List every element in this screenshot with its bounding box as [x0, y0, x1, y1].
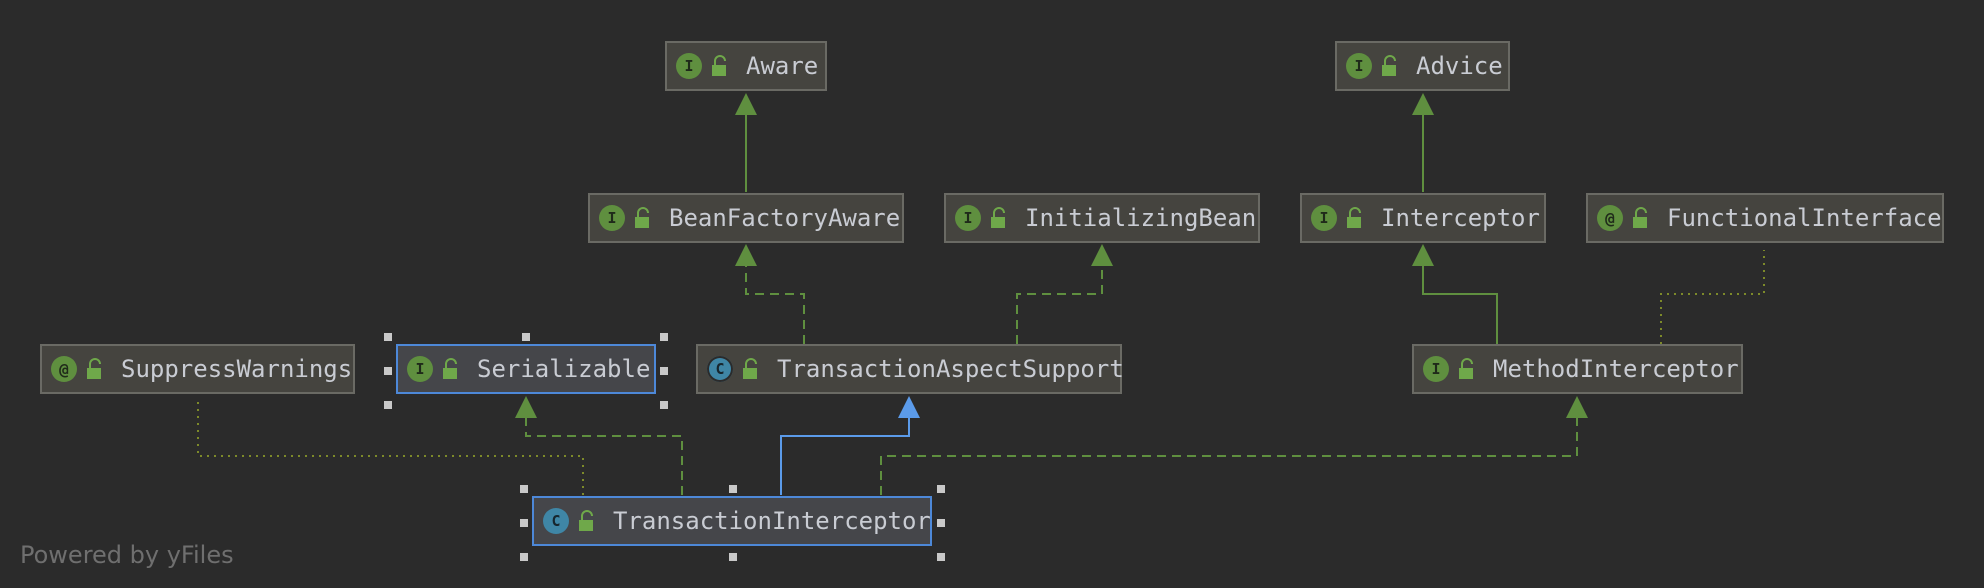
- node-serializable[interactable]: I Serializable: [396, 344, 656, 394]
- edge-aspectsupport-initializingbean: [1016, 244, 1113, 344]
- resize-handle[interactable]: [937, 519, 945, 527]
- node-label: Aware: [746, 52, 819, 80]
- node-label: Interceptor: [1381, 204, 1540, 232]
- node-initializingbean[interactable]: I InitializingBean: [944, 193, 1260, 243]
- unlocked-icon: [1347, 207, 1361, 228]
- node-suppresswarnings[interactable]: @ SuppressWarnings: [40, 344, 355, 394]
- resize-handle[interactable]: [660, 401, 668, 409]
- edge-methodinterceptor-functionalinterface: [1660, 250, 1765, 344]
- node-label: FunctionalInterface: [1667, 204, 1942, 232]
- node-label: MethodInterceptor: [1493, 355, 1739, 383]
- interface-icon: I: [955, 205, 981, 231]
- edge-interceptor-advice: [1412, 93, 1434, 192]
- annotation-icon: @: [1597, 205, 1623, 231]
- edge-transactioninterceptor-aspectsupport: [780, 396, 920, 495]
- interface-icon: I: [1423, 356, 1449, 382]
- unlocked-icon: [635, 207, 649, 228]
- resize-handle[interactable]: [660, 367, 668, 375]
- interface-icon: I: [599, 205, 625, 231]
- unlocked-icon: [1382, 55, 1396, 76]
- node-interceptor[interactable]: I Interceptor: [1300, 193, 1546, 243]
- resize-handle[interactable]: [384, 367, 392, 375]
- edge-methodinterceptor-interceptor: [1412, 244, 1498, 344]
- interface-icon: I: [676, 53, 702, 79]
- resize-handle[interactable]: [522, 333, 530, 341]
- annotation-icon: @: [51, 356, 77, 382]
- unlocked-icon: [1459, 358, 1473, 379]
- resize-handle[interactable]: [384, 333, 392, 341]
- resize-handle[interactable]: [729, 485, 737, 493]
- resize-handle[interactable]: [384, 401, 392, 409]
- node-label: TransactionInterceptor: [613, 507, 931, 535]
- edge-aspectsupport-beanfactoryaware: [735, 244, 805, 344]
- unlocked-icon: [443, 358, 457, 379]
- node-label: Advice: [1416, 52, 1503, 80]
- resize-handle[interactable]: [729, 553, 737, 561]
- resize-handle[interactable]: [937, 553, 945, 561]
- resize-handle[interactable]: [520, 553, 528, 561]
- interface-icon: I: [1346, 53, 1372, 79]
- unlocked-icon: [991, 207, 1005, 228]
- node-transactionaspectsupport[interactable]: C TransactionAspectSupport: [696, 344, 1124, 394]
- node-label: SuppressWarnings: [121, 355, 353, 383]
- edge-transactioninterceptor-serializable: [515, 396, 683, 495]
- unlocked-icon: [712, 55, 726, 76]
- unlocked-icon: [87, 358, 101, 379]
- node-beanfactoryaware[interactable]: I BeanFactoryAware: [588, 193, 904, 243]
- edge-transactioninterceptor-suppresswarnings: [197, 402, 584, 495]
- edge-transactioninterceptor-methodinterceptor: [880, 396, 1588, 495]
- node-label: InitializingBean: [1025, 204, 1257, 232]
- resize-handle[interactable]: [520, 485, 528, 493]
- unlocked-icon: [579, 510, 593, 531]
- node-functionalinterface[interactable]: @ FunctionalInterface: [1586, 193, 1944, 243]
- node-advice[interactable]: I Advice: [1335, 41, 1510, 91]
- abstract-class-icon: C: [707, 356, 733, 382]
- resize-handle[interactable]: [660, 333, 668, 341]
- interface-icon: I: [1311, 205, 1337, 231]
- node-transactioninterceptor[interactable]: C TransactionInterceptor: [532, 496, 932, 546]
- node-methodinterceptor[interactable]: I MethodInterceptor: [1412, 344, 1743, 394]
- resize-handle[interactable]: [937, 485, 945, 493]
- node-aware[interactable]: I Aware: [665, 41, 827, 91]
- class-icon: C: [543, 508, 569, 534]
- node-label: TransactionAspectSupport: [777, 355, 1124, 383]
- unlocked-icon: [1633, 207, 1647, 228]
- node-label: BeanFactoryAware: [669, 204, 901, 232]
- unlocked-icon: [743, 358, 757, 379]
- powered-by-label: Powered by yFiles: [20, 541, 234, 569]
- resize-handle[interactable]: [520, 519, 528, 527]
- edge-beanfactoryaware-aware: [735, 93, 757, 192]
- interface-icon: I: [407, 356, 433, 382]
- node-label: Serializable: [477, 355, 651, 383]
